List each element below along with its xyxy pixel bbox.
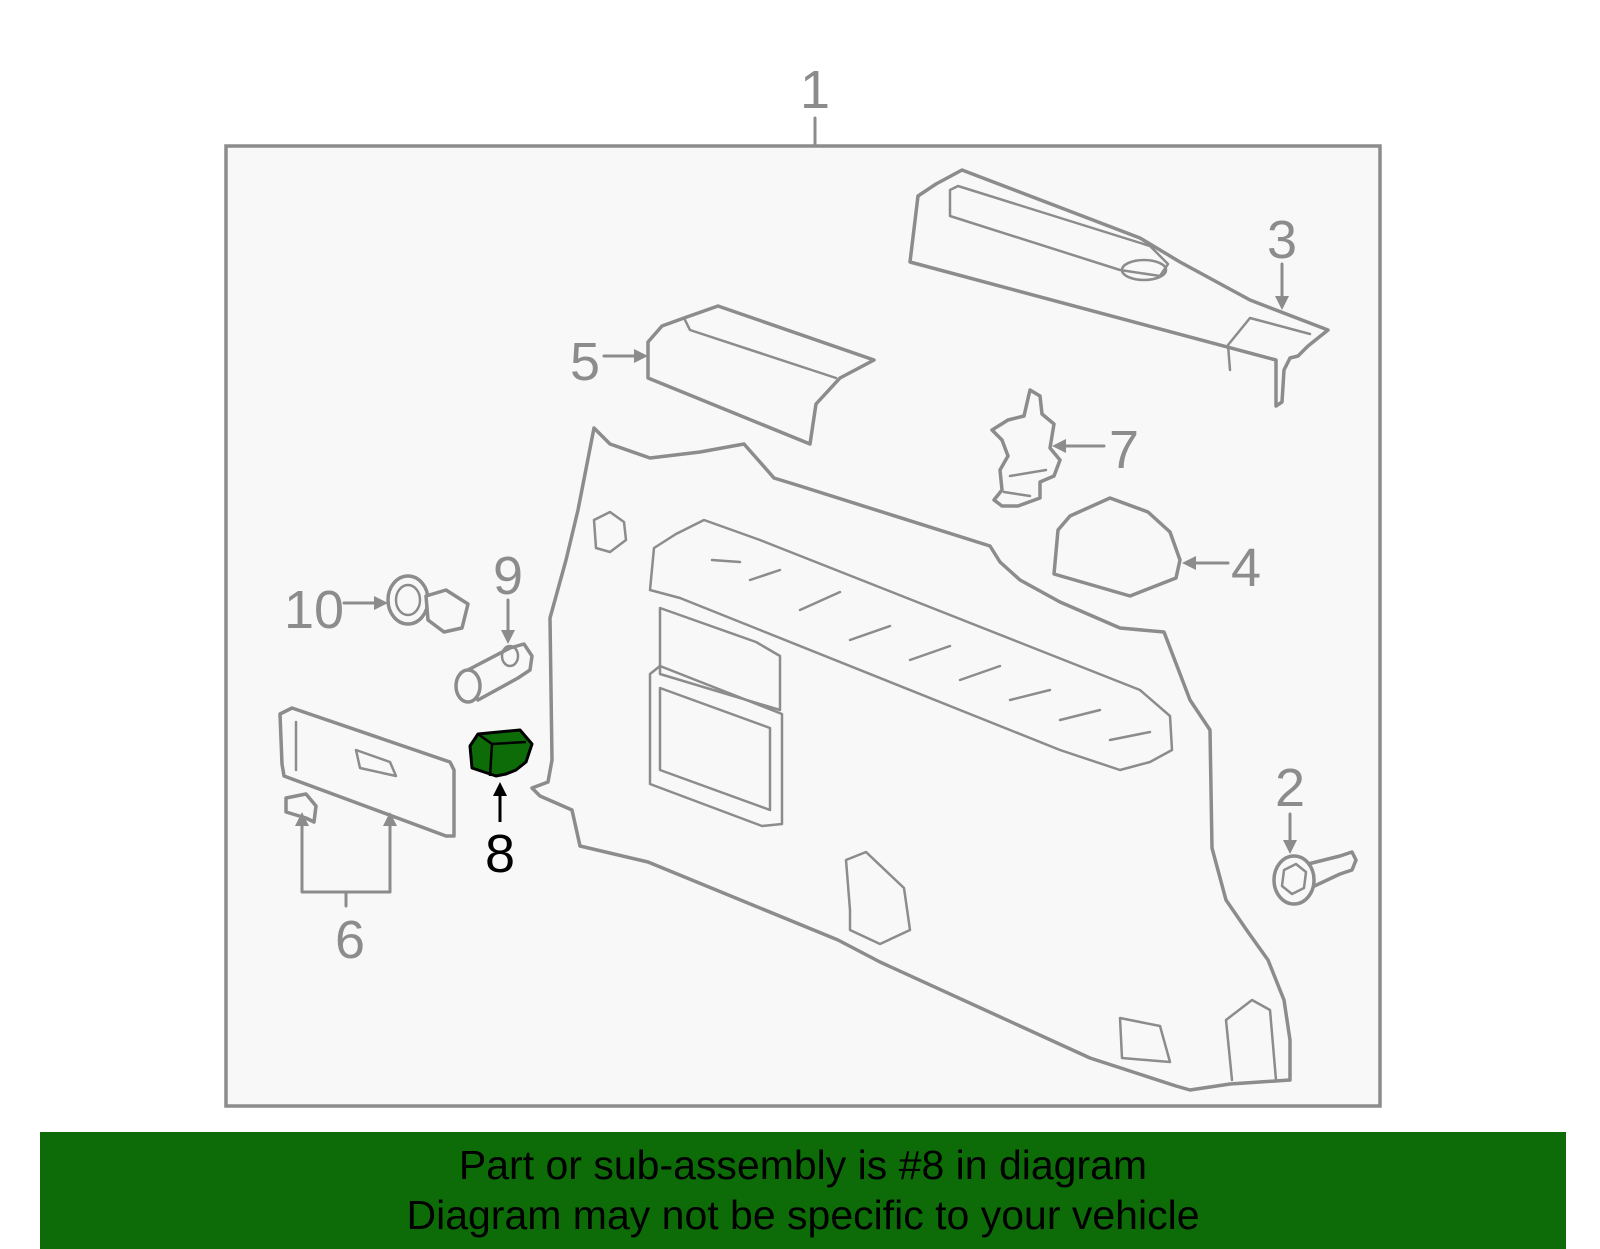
callout-label-7[interactable]: 7: [1109, 420, 1139, 480]
arrowhead-3: [1275, 296, 1289, 310]
banner-line-2: Diagram may not be specific to your vehi…: [406, 1192, 1200, 1238]
part-9-plug[interactable]: [454, 642, 534, 704]
callout-label-1[interactable]: 1: [800, 60, 830, 120]
arrowhead-8: [493, 782, 507, 796]
callout-label-3[interactable]: 3: [1267, 210, 1297, 270]
banner-line-1: Part or sub-assembly is #8 in diagram: [458, 1142, 1148, 1188]
arrowhead-9: [501, 630, 515, 644]
arrowhead-6b: [383, 812, 397, 826]
part-4-cap[interactable]: [1052, 496, 1182, 598]
callout-label-4[interactable]: 4: [1231, 538, 1261, 598]
part-7-clip[interactable]: [990, 388, 1062, 508]
arrowhead-10: [374, 596, 388, 610]
arrowhead-4: [1182, 556, 1196, 570]
part-8-highlighted[interactable]: [468, 728, 534, 778]
arrowhead-7: [1052, 439, 1066, 453]
callout-label-10[interactable]: 10: [284, 580, 344, 640]
callout-label-9[interactable]: 9: [493, 546, 523, 606]
main-trim-panel[interactable]: [530, 426, 1292, 1092]
part-3-upper-trim[interactable]: [908, 168, 1330, 408]
callout-label-5[interactable]: 5: [570, 332, 600, 392]
callout-label-6[interactable]: 6: [335, 910, 365, 970]
arrowhead-2: [1283, 840, 1297, 854]
part-10-fastener[interactable]: [386, 574, 470, 634]
part-2-bolt[interactable]: [1272, 850, 1358, 906]
part-6-garnish[interactable]: [278, 706, 456, 838]
callout-label-2[interactable]: 2: [1275, 758, 1305, 818]
arrowhead-6a: [295, 812, 309, 826]
part-5-cover[interactable]: [646, 304, 876, 446]
leader-line-6: [300, 818, 392, 908]
info-banner: Part or sub-assembly is #8 in diagram Di…: [40, 1132, 1566, 1249]
callout-label-8[interactable]: 8: [485, 824, 515, 884]
arrowhead-5: [634, 349, 648, 363]
